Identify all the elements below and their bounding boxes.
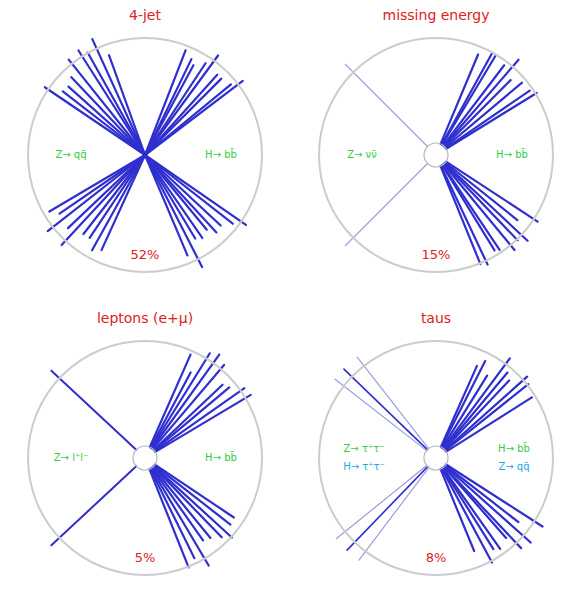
- track-line: [441, 361, 485, 447]
- track-line: [69, 60, 145, 155]
- detector-outline: [318, 340, 554, 576]
- vertex-circle: [133, 446, 157, 470]
- track-line: [443, 358, 510, 448]
- panel-title: 4-jet: [129, 7, 161, 23]
- vertex-circle: [424, 143, 448, 167]
- decay-label: H→ bb̄: [496, 149, 528, 161]
- track-line: [445, 465, 518, 522]
- track-line: [443, 65, 504, 145]
- track-line: [151, 468, 209, 565]
- track-line: [359, 468, 429, 561]
- decay-label: Z→ νν̄: [347, 149, 377, 161]
- track-line: [441, 54, 478, 143]
- track-line: [155, 465, 234, 518]
- panel-title: leptons (e+μ): [97, 310, 193, 326]
- branching-percent: 15%: [422, 248, 451, 263]
- branching-percent: 52%: [131, 248, 160, 263]
- track-line: [145, 155, 202, 238]
- vertex-circle: [424, 446, 448, 470]
- track-line: [442, 376, 487, 448]
- track-line: [444, 373, 508, 449]
- decay-label: Z→ qq̄: [498, 461, 529, 473]
- track-line: [145, 50, 186, 155]
- branching-percent: 5%: [135, 551, 156, 566]
- track-line: [49, 155, 145, 212]
- particle-tracks: [335, 357, 542, 562]
- particle-tracks: [51, 353, 250, 567]
- track-line: [337, 466, 427, 539]
- detector-circle: leptons (e+μ)Z→ l⁺l⁻H→ bb̄5%: [27, 340, 263, 576]
- track-line: [345, 163, 427, 245]
- panel-title: taus: [421, 310, 451, 326]
- track-line: [442, 468, 493, 549]
- track-line: [335, 379, 426, 450]
- particle-tracks: [45, 39, 246, 267]
- track-line: [154, 465, 230, 524]
- track-line: [150, 355, 191, 447]
- track-line: [446, 464, 542, 526]
- track-line: [446, 93, 536, 149]
- detector-circle: 4-jetZ→ qq̄H→ bb̄52%: [27, 37, 263, 273]
- track-line: [441, 366, 477, 447]
- track-line: [445, 377, 527, 450]
- decay-label: H→ bb̄: [498, 443, 530, 455]
- decay-label: Z→ l⁺l⁻: [54, 452, 89, 464]
- track-line: [445, 162, 517, 220]
- detector-circle: missing energyZ→ νν̄H→ bb̄15%: [318, 37, 554, 273]
- track-line: [145, 155, 221, 226]
- track-line: [151, 353, 209, 448]
- track-line: [347, 467, 428, 550]
- track-line: [442, 53, 492, 144]
- decay-label: H→ τ⁺τ⁻: [343, 461, 385, 473]
- track-line: [151, 372, 191, 447]
- track-line: [51, 466, 136, 545]
- track-line: [145, 155, 246, 225]
- panel-title: missing energy: [383, 7, 490, 23]
- track-line: [92, 155, 145, 250]
- track-line: [344, 369, 427, 450]
- track-line: [152, 355, 219, 449]
- track-line: [48, 155, 145, 231]
- track-line: [145, 55, 218, 155]
- track-line: [444, 164, 515, 250]
- track-line: [102, 155, 145, 250]
- track-line: [345, 64, 427, 146]
- track-line: [45, 87, 145, 155]
- track-line: [90, 155, 145, 238]
- track-line: [71, 77, 145, 155]
- track-line: [444, 467, 521, 548]
- decay-label: H→ bb̄: [205, 452, 237, 464]
- decay-label: Z→ qq̄: [55, 149, 86, 161]
- particle-tracks: [345, 53, 537, 265]
- decay-label: Z→ τ⁺τ⁻: [343, 443, 384, 455]
- track-line: [145, 155, 216, 232]
- track-line: [78, 51, 145, 155]
- track-line: [154, 466, 232, 537]
- track-line: [445, 466, 531, 543]
- track-line: [446, 162, 538, 222]
- track-line: [445, 163, 528, 241]
- track-line: [51, 371, 136, 450]
- track-line: [357, 357, 428, 448]
- track-line: [145, 59, 191, 155]
- detector-circle: tausZ→ τ⁺τ⁻H→ τ⁺τ⁻H→ bb̄Z→ qq̄8%: [318, 340, 554, 576]
- branching-percent: 8%: [426, 551, 447, 566]
- decay-label: H→ bb̄: [205, 149, 237, 161]
